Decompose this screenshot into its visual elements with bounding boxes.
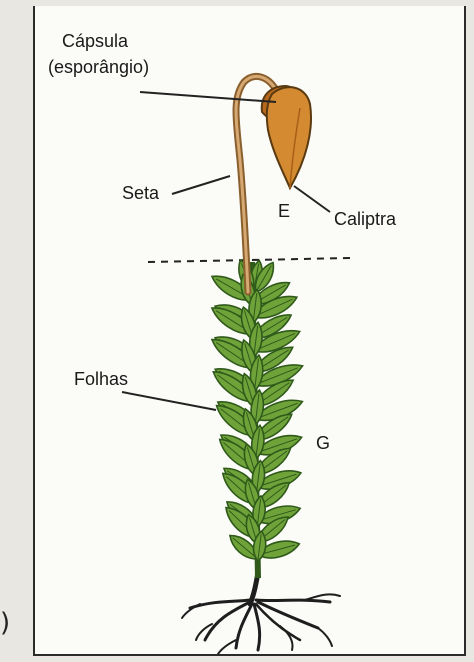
rhizoids <box>182 572 340 654</box>
label-seta: Seta <box>122 182 159 204</box>
leader-caliptra <box>294 186 330 212</box>
leader-folhas <box>122 392 216 410</box>
label-gametophyte-g: G <box>316 432 330 454</box>
leader-seta <box>172 176 230 194</box>
label-capsula: Cápsula <box>62 30 128 52</box>
leafy-stem <box>208 258 306 578</box>
label-esporangio: (esporângio) <box>48 56 149 78</box>
label-caliptra: Caliptra <box>334 208 396 230</box>
corner-mark: ) <box>0 608 14 648</box>
label-sporophyte-e: E <box>278 200 290 222</box>
leader-capsula <box>140 92 276 102</box>
label-folhas: Folhas <box>74 368 128 390</box>
